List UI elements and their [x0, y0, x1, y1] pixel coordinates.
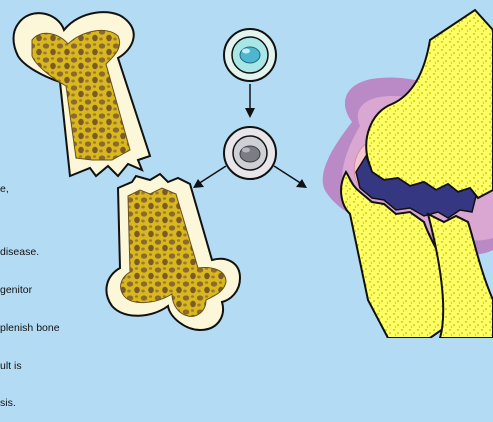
caption-line: sis.: [0, 397, 120, 410]
differentiated-cell: [224, 127, 276, 179]
caption-line: genitor: [0, 284, 120, 297]
caption-line: plenish bone: [0, 322, 120, 335]
broken-bone-lower: [106, 174, 240, 330]
caption-line: ult is: [0, 360, 120, 373]
broken-bone-upper: [14, 12, 151, 176]
caption-line: e,: [0, 183, 120, 196]
caption-line: disease.: [0, 246, 120, 259]
arrow-left-down-icon: [193, 166, 226, 188]
arthritic-joint: [323, 10, 493, 338]
progenitor-cell: [224, 29, 276, 81]
arrow-right-down-icon: [274, 166, 307, 188]
caption-text: e, disease. genitor plenish bone ult is …: [0, 158, 120, 422]
arrow-down-icon: [245, 84, 255, 118]
